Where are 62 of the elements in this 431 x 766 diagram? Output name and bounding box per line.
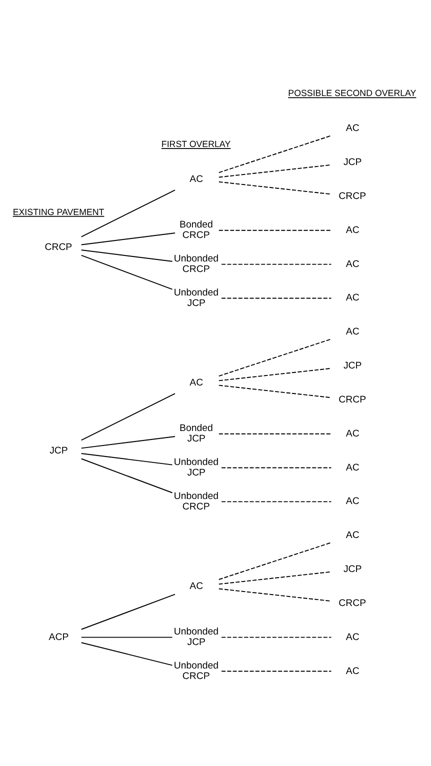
node-text: AC: [346, 224, 360, 236]
node-text: AC: [346, 292, 360, 304]
node-text: JCP: [343, 360, 362, 372]
node-text: AC: [346, 123, 360, 134]
connector: [218, 384, 332, 398]
node-text: Unbonded JCP: [174, 287, 219, 309]
node-text: AC: [346, 530, 360, 542]
node-text: JCP: [343, 564, 362, 576]
node-text: AC: [346, 462, 360, 474]
connector: [80, 254, 173, 290]
node-text: Unbonded JCP: [174, 626, 219, 648]
connector: [80, 190, 176, 238]
node-text: Unbonded CRCP: [174, 254, 219, 276]
node-text: AC: [190, 580, 204, 592]
node-text: CRCP: [338, 190, 366, 202]
label: EXISTING PAVEMENT: [12, 206, 104, 217]
node-text: CRCP: [338, 394, 366, 406]
connector: [80, 594, 176, 630]
node-text: CRCP: [44, 242, 72, 253]
connector: [221, 670, 332, 672]
connector: [218, 338, 332, 377]
connector: [218, 433, 332, 434]
connector: [218, 588, 332, 602]
node-text: CRCP: [338, 598, 366, 609]
connector: [80, 436, 176, 449]
node-text: ACP: [48, 632, 69, 643]
connector: [80, 250, 173, 262]
label: POSSIBLE SECOND OVERLAY: [288, 88, 416, 98]
node-text: Unbonded CRCP: [174, 660, 219, 682]
connector: [80, 642, 173, 666]
connector: [80, 232, 176, 246]
node-text: Unbonded CRCP: [174, 490, 219, 512]
connector: [221, 501, 332, 502]
node-text: AC: [190, 378, 204, 389]
connector: [80, 636, 173, 638]
node-text: Bonded CRCP: [180, 220, 213, 242]
node-text: JCP: [343, 157, 362, 168]
node-text: AC: [346, 258, 360, 270]
connector: [221, 636, 332, 638]
connector: [218, 542, 332, 580]
connector: [80, 393, 176, 441]
node-text: Bonded JCP: [180, 423, 213, 445]
node-text: Unbonded JCP: [174, 457, 219, 479]
connector: [218, 571, 332, 585]
node-text: AC: [190, 174, 204, 186]
connector: [218, 181, 332, 195]
connector: [218, 230, 332, 231]
node-text: AC: [346, 632, 360, 643]
connector: [80, 458, 173, 494]
connector: [221, 467, 332, 468]
connector: [80, 452, 173, 466]
connector: [221, 298, 332, 299]
node-text: AC: [346, 496, 360, 508]
node-text: AC: [346, 666, 360, 677]
node-text: JCP: [50, 445, 68, 456]
connector: [218, 135, 332, 174]
connector: [218, 368, 332, 382]
node-text: AC: [346, 428, 360, 440]
connector: [218, 164, 332, 178]
connector: [221, 264, 332, 265]
node-text: AC: [346, 326, 360, 338]
label: FIRST OVERLAY: [161, 139, 231, 150]
